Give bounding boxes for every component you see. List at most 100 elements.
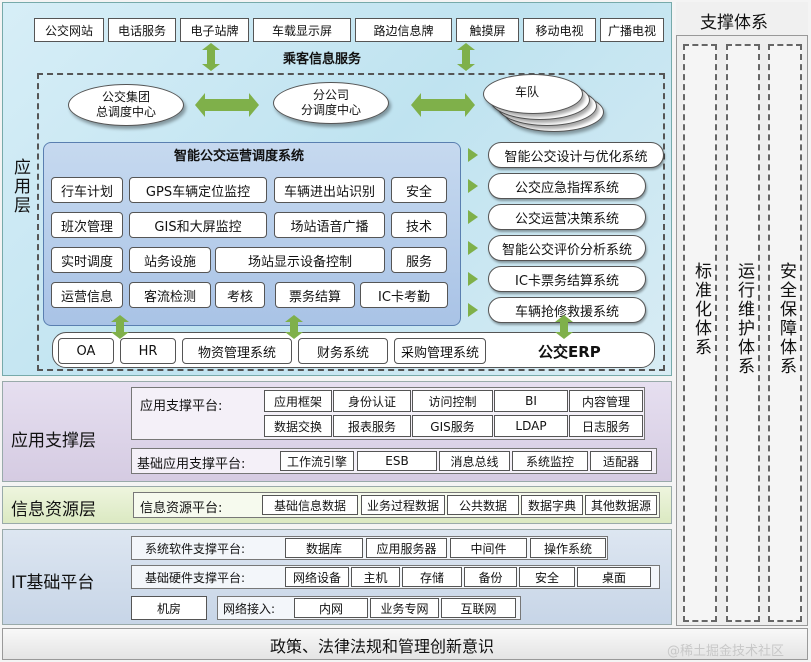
management-system-item: 智能公交评价分析系统 — [488, 235, 646, 261]
passenger-item: 触摸屏 — [456, 18, 519, 42]
passenger-service-title: 乘客信息服务 — [283, 52, 362, 67]
software-item: 应用服务器 — [366, 538, 447, 558]
hardware-item: 桌面 — [577, 567, 651, 587]
support-system-column — [768, 44, 802, 622]
system-arrow-head — [468, 241, 478, 255]
watermark: @稀土掘金技术社区 — [667, 644, 785, 659]
app-support-item: 访问控制 — [412, 390, 493, 412]
software-item: 操作系统 — [530, 538, 606, 558]
info-resource-item: 其他数据源 — [585, 495, 657, 515]
erp-item: OA — [58, 338, 114, 364]
branch-dispatch-center: 分公司分调度中心 — [273, 82, 389, 124]
passenger-item: 车载显示屏 — [253, 18, 351, 42]
system-arrow-head — [468, 148, 478, 162]
group-branch-arrow — [195, 93, 259, 117]
passenger-arrow-right — [457, 43, 475, 71]
info-resource-item: 数据字典 — [521, 495, 583, 515]
hardware-item: 网络设备 — [285, 567, 349, 587]
branch-dispatch-center-label: 分公司分调度中心 — [301, 88, 361, 118]
support-system-column-label: 标准化体系 — [691, 262, 711, 357]
footer-band — [2, 628, 808, 660]
passenger-item: 广播电视 — [600, 18, 664, 42]
group-dispatch-center-label: 公交集团总调度中心 — [96, 90, 156, 120]
support-system-title: 支撑体系 — [700, 13, 768, 33]
dispatch-function-cell: 客流检测 — [129, 282, 211, 308]
software-item: 中间件 — [450, 538, 527, 558]
center-label-line: 公交集团 — [101, 90, 150, 104]
app-inner-dashed-region — [37, 73, 665, 371]
app-support-item: LDAP — [494, 415, 568, 437]
dispatch-function-cell: 班次管理 — [51, 212, 123, 238]
app-support-item: GIS服务 — [412, 415, 493, 437]
management-system-item: 公交应急指挥系统 — [488, 173, 646, 199]
support-system-column-label: 运行维护体系 — [734, 262, 754, 376]
support-system-column — [683, 44, 717, 622]
network-label: 网络接入: — [223, 602, 276, 616]
hardware-item: 主机 — [351, 567, 400, 587]
hardware-item: 存储 — [402, 567, 462, 587]
footer-text: 政策、法律法规和管理创新意识 — [270, 637, 495, 656]
app-support-item: 日志服务 — [569, 415, 643, 437]
system-arrow-head — [468, 303, 478, 317]
software-label: 系统软件支撑平台: — [145, 542, 246, 556]
base-support-item: 适配器 — [590, 451, 652, 471]
dispatch-function-cell: 运营信息 — [51, 282, 123, 308]
management-system-item: 公交运营决策系统 — [488, 204, 646, 230]
dispatch-function-cell: 技术 — [391, 212, 447, 238]
support-system-column-label: 安全保障体系 — [776, 262, 796, 376]
base-support-item: 系统监控 — [512, 451, 588, 471]
dispatch-function-cell: GPS车辆定位监控 — [129, 177, 267, 203]
passenger-item: 移动电视 — [523, 18, 596, 42]
system-arrow-head — [468, 210, 478, 224]
dispatch-function-cell: 服务 — [391, 247, 447, 273]
fleet-label: 车队 — [514, 84, 539, 99]
erp-item: 物资管理系统 — [182, 338, 292, 364]
system-arrow-head — [468, 272, 478, 286]
erp-arrow-1 — [111, 315, 129, 339]
erp-arrow-3 — [555, 315, 573, 339]
system-arrow-head — [468, 179, 478, 193]
dispatch-function-cell: 实时调度 — [51, 247, 123, 273]
it-base-title: IT基础平台 — [11, 573, 95, 593]
hardware-item: 安全 — [519, 567, 575, 587]
dispatch-function-cell: 站务设施 — [129, 247, 211, 273]
app-support-item: BI — [494, 390, 568, 412]
dispatch-function-cell: 行车计划 — [51, 177, 123, 203]
fleet-node: 车队 — [483, 74, 583, 114]
support-system-column — [726, 44, 760, 622]
passenger-item: 电话服务 — [108, 18, 176, 42]
center-label-line: 总调度中心 — [95, 105, 156, 119]
info-resource-item: 业务过程数据 — [361, 495, 445, 515]
network-item: 业务专网 — [370, 598, 439, 618]
management-system-item: 智能公交设计与优化系统 — [488, 142, 664, 168]
support-system-title-box — [676, 2, 808, 36]
erp-item: HR — [120, 338, 176, 364]
app-support-item: 报表服务 — [333, 415, 411, 437]
dispatch-function-cell: 安全 — [391, 177, 447, 203]
passenger-item: 电子站牌 — [180, 18, 249, 42]
erp-item: 财务系统 — [298, 338, 388, 364]
dispatch-system-title: 智能公交运营调度系统 — [174, 149, 305, 164]
erp-title: 公交ERP — [538, 343, 601, 361]
base-support-item: 消息总线 — [439, 451, 510, 471]
machine-room-cell: 机房 — [131, 596, 207, 620]
network-item: 内网 — [294, 598, 368, 618]
base-support-label: 基础应用支撑平台: — [137, 457, 246, 472]
passenger-arrow-left — [202, 43, 220, 71]
dispatch-function-cell: 车辆进出站识别 — [274, 177, 385, 203]
network-item: 互联网 — [441, 598, 516, 618]
app-support-item: 内容管理 — [569, 390, 643, 412]
passenger-item: 公交网站 — [34, 18, 104, 42]
center-label-line: 分调度中心 — [300, 103, 361, 117]
erp-item: 采购管理系统 — [394, 338, 486, 364]
info-resource-label: 信息资源平台: — [140, 501, 223, 516]
info-resource-title: 信息资源层 — [11, 500, 96, 520]
center-label-line: 分公司 — [312, 88, 349, 102]
software-item: 数据库 — [285, 538, 363, 558]
dispatch-function-cell: 场站显示设备控制 — [215, 247, 385, 273]
dispatch-function-cell: 场站语音广播 — [274, 212, 385, 238]
group-dispatch-center: 公交集团总调度中心 — [68, 84, 184, 126]
app-support-title: 应用支撑层 — [11, 431, 96, 451]
info-resource-item: 公共数据 — [447, 495, 519, 515]
app-support-item: 数据交换 — [264, 415, 332, 437]
